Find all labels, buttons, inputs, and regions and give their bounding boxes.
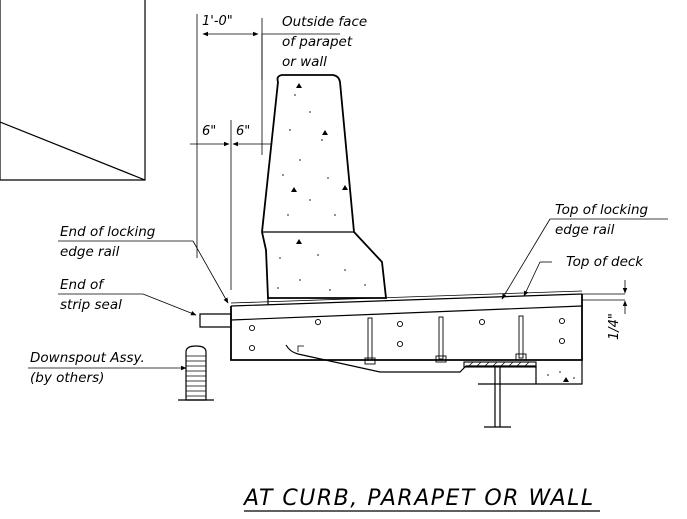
downspout-line-1: Downspout Assy. bbox=[30, 350, 145, 366]
top-of-deck-text: Top of deck bbox=[566, 254, 644, 270]
dimension-one-foot-text: 1'-0" bbox=[202, 14, 233, 29]
parapet-concrete-stipple bbox=[277, 83, 366, 291]
quarter-inch-text: 1/4" bbox=[607, 313, 622, 340]
upper-left-panel bbox=[0, 0, 146, 181]
dimension-right-six-text: 6" bbox=[236, 124, 250, 139]
end-locking-rail-line-2: edge rail bbox=[60, 244, 120, 260]
detail-title: AT CURB, PARAPET OR WALL bbox=[242, 486, 600, 512]
quarter-inch-dimension: 1/4" bbox=[607, 280, 628, 340]
top-locking-rail-line-2: edge rail bbox=[555, 222, 615, 238]
dimension-six-inch: 6" 6" bbox=[190, 124, 272, 147]
outside-face-line-2: of parapet bbox=[282, 34, 353, 50]
top-of-deck-callout: Top of deck bbox=[523, 254, 644, 297]
downspout-assembly bbox=[178, 345, 214, 401]
anchor-bolts bbox=[364, 315, 527, 365]
end-strip-seal-line-2: strip seal bbox=[60, 297, 122, 313]
detail-title-text: AT CURB, PARAPET OR WALL bbox=[242, 486, 595, 511]
dimension-extension-lines bbox=[196, 14, 263, 290]
steel-girder bbox=[463, 361, 537, 428]
end-strip-seal-line-1: End of bbox=[60, 277, 105, 293]
outside-face-line-1: Outside face bbox=[282, 14, 367, 30]
concrete-parapet bbox=[261, 74, 388, 305]
end-locking-rail-callout: End of locking edge rail bbox=[58, 224, 229, 304]
top-locking-rail-line-1: Top of locking bbox=[555, 202, 649, 218]
dimension-one-foot: 1'-0" bbox=[202, 14, 259, 37]
end-locking-rail-line-1: End of locking bbox=[60, 224, 156, 240]
downspout-callout: Downspout Assy. (by others) bbox=[28, 350, 187, 386]
deck-slab bbox=[199, 290, 625, 385]
top-locking-rail-callout: Top of locking edge rail bbox=[501, 202, 668, 300]
end-strip-seal-callout: End of strip seal bbox=[58, 277, 197, 316]
rebar-holes bbox=[248, 317, 566, 352]
outside-face-callout: Outside face of parapet or wall bbox=[261, 14, 367, 80]
dimension-left-six-text: 6" bbox=[202, 124, 216, 139]
downspout-line-2: (by others) bbox=[30, 370, 104, 386]
outside-face-line-3: or wall bbox=[282, 54, 327, 70]
